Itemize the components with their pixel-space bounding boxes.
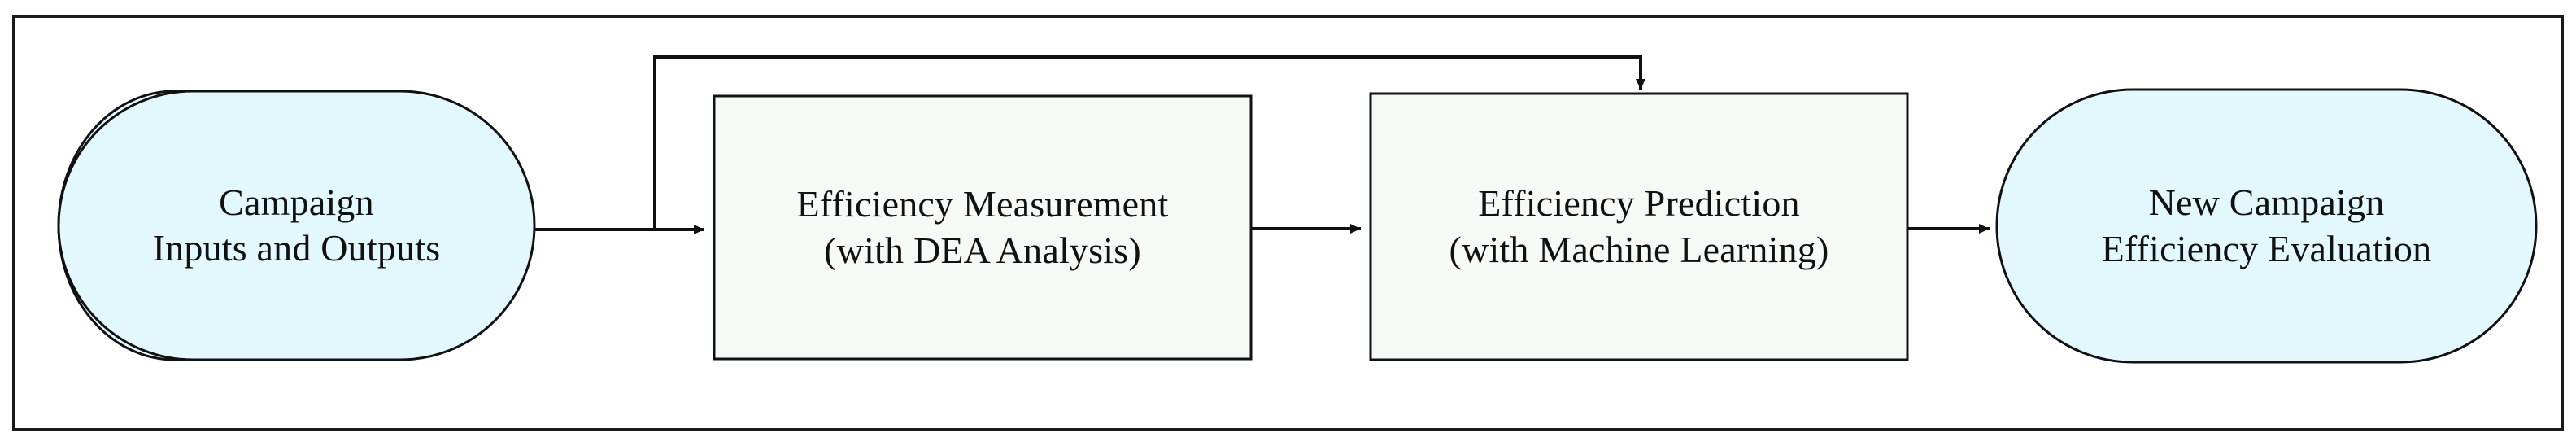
node-efficiency-measurement[interactable]: [713, 94, 1253, 361]
edge-feedback-loop-to-prediction: [653, 55, 1645, 230]
node-efficiency-prediction[interactable]: [1369, 92, 1909, 361]
node-campaign-inputs-outputs-body[interactable]: [57, 90, 536, 361]
node-new-campaign-evaluation[interactable]: [1995, 88, 2538, 364]
